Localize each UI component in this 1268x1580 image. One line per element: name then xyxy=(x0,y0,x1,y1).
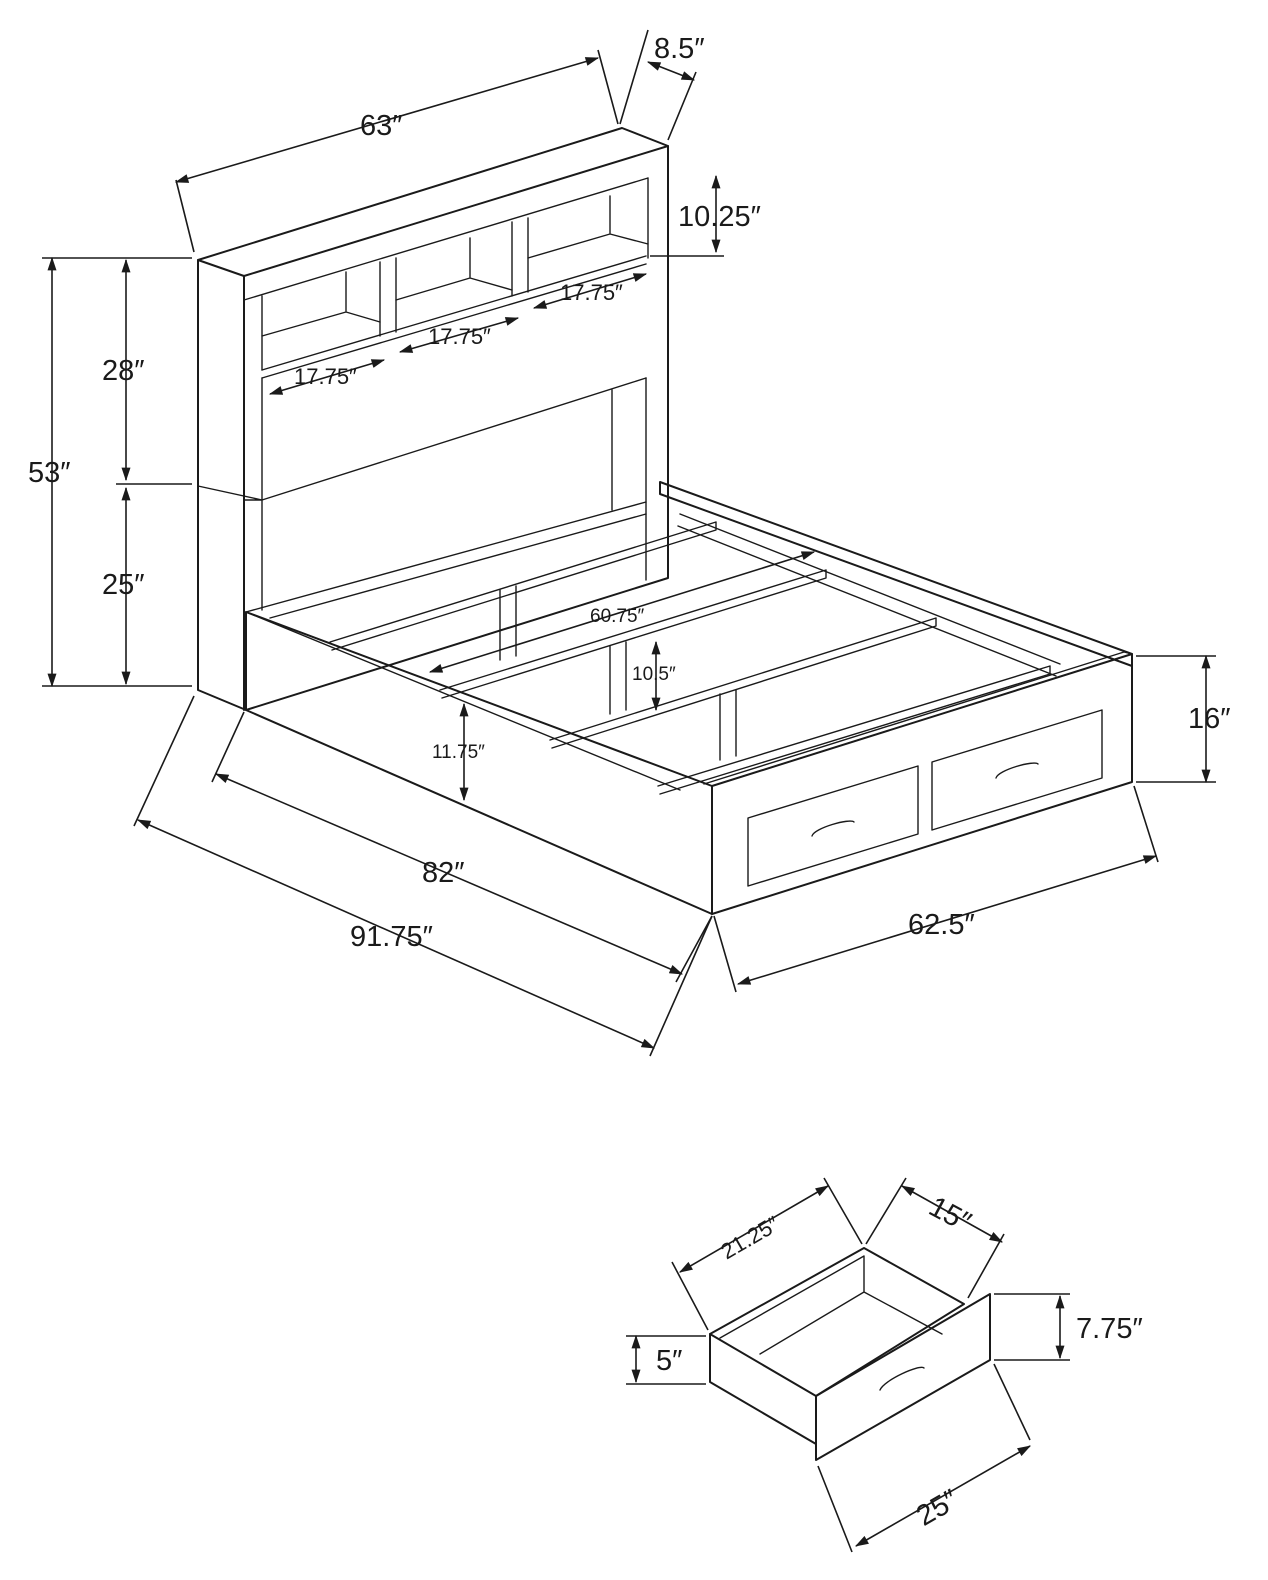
bed-dimensions: 63″ 8.5″ 10.25″ 17.75″ 17.75″ 17.75″ 53″… xyxy=(28,29,1231,1057)
handle-right xyxy=(995,762,1039,779)
footboard-top xyxy=(703,651,1133,785)
far-rail-inner xyxy=(677,513,1061,677)
dim-inner-length: 82″ xyxy=(422,857,465,889)
dim-overall-width: 62.5″ xyxy=(908,909,975,941)
drawer-left xyxy=(747,765,919,887)
dim-shelf-width-2: 17.75″ xyxy=(428,324,491,349)
dim-upper-headboard: 28″ xyxy=(102,355,145,387)
dim-drawer-depth: 21.25″ xyxy=(717,1211,784,1264)
dim-total-height: 53″ xyxy=(28,457,71,489)
lower-headboard xyxy=(261,377,647,611)
drawer-dimensions: 21.25″ 15″ 7.75″ 5″ 25″ xyxy=(626,1177,1143,1553)
dim-shelf-width-3: 17.75″ xyxy=(560,280,623,305)
dim-rail-height: 10.5″ xyxy=(632,664,676,685)
dim-drawer-side-height: 5″ xyxy=(656,1345,682,1377)
dim-side-rail-height: 11.75″ xyxy=(432,742,485,763)
drawer-drawing xyxy=(709,1247,991,1461)
drawer-front xyxy=(815,1293,991,1461)
bed-drawing xyxy=(197,127,1133,915)
dim-lower-headboard: 25″ xyxy=(102,569,145,601)
dim-top-shelf-height: 10.25″ xyxy=(678,201,761,233)
drawer-inner xyxy=(719,1255,943,1355)
handle-left xyxy=(811,820,855,837)
headboard-panel xyxy=(197,377,647,511)
drawer-handle xyxy=(879,1366,925,1391)
dim-footboard-height: 16″ xyxy=(1188,703,1231,735)
cubby-dividers xyxy=(379,217,529,337)
dim-shelf-width-1: 17.75″ xyxy=(294,364,357,389)
dim-drawer-front-width: 25″ xyxy=(911,1484,964,1533)
dim-inner-width: 60.75″ xyxy=(590,606,645,627)
dim-headboard-depth: 8.5″ xyxy=(654,33,705,65)
drawer-side-left xyxy=(709,1333,817,1445)
headboard-top-edge xyxy=(197,145,669,277)
shelf-ledge xyxy=(261,255,647,379)
drawer-body xyxy=(709,1247,965,1397)
dim-drawer-front-height: 7.75″ xyxy=(1076,1313,1143,1345)
dim-headboard-width: 63″ xyxy=(360,110,403,142)
dim-drawer-side-width: 15″ xyxy=(924,1191,977,1239)
cubby-backs xyxy=(261,195,649,337)
footboard xyxy=(711,653,1133,915)
dim-overall-length: 91.75″ xyxy=(350,921,433,953)
drawer-right xyxy=(931,709,1103,831)
